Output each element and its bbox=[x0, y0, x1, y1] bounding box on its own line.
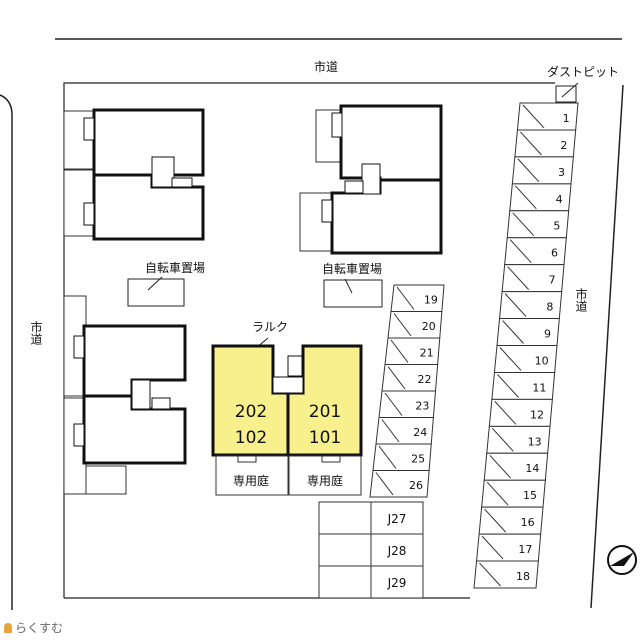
north-arrow-icon bbox=[607, 545, 637, 575]
parking-space-number: 11 bbox=[532, 381, 546, 394]
parking-space: 11 bbox=[491, 371, 556, 400]
parking-space: 12 bbox=[488, 398, 553, 427]
parking-space-number: 4 bbox=[556, 193, 563, 206]
road-label-top: 市道 bbox=[314, 59, 338, 74]
parking-space: 8 bbox=[499, 291, 563, 320]
parking-space-number: 21 bbox=[420, 347, 434, 360]
parking-space-number: 17 bbox=[518, 543, 532, 556]
parking-space-number: J29 bbox=[387, 576, 407, 590]
parking-space: 9 bbox=[496, 318, 560, 346]
parking-space: 10 bbox=[493, 345, 558, 373]
parking-middle-column: 19 20 21 22 23 24 25 26 bbox=[369, 284, 445, 498]
parking-space: 21 bbox=[384, 337, 441, 365]
parking-space-number: 24 bbox=[413, 426, 427, 439]
parking-space-number: 10 bbox=[535, 354, 549, 367]
parking-space: 19 bbox=[390, 284, 445, 312]
parking-space-number: 13 bbox=[528, 435, 542, 448]
parking-space-number: J27 bbox=[387, 512, 407, 526]
right-road-line bbox=[590, 84, 624, 609]
parking-space-number: 6 bbox=[551, 247, 558, 260]
bicycle-parking-label-1: 自転車置場 bbox=[145, 261, 205, 275]
parking-space: 1 bbox=[516, 102, 579, 131]
left-road-line bbox=[0, 94, 13, 610]
parking-space-number: 2 bbox=[560, 139, 567, 152]
parking-space-number: 25 bbox=[411, 453, 425, 466]
parking-space-number: 8 bbox=[546, 301, 553, 314]
parking-space: J27 bbox=[318, 501, 424, 535]
parking-space-number: 19 bbox=[424, 294, 438, 307]
parking-space: 15 bbox=[481, 479, 546, 508]
parking-space-number: 18 bbox=[516, 570, 530, 583]
unit-202: 202 bbox=[235, 402, 267, 422]
watermark: らくすむ bbox=[4, 619, 63, 636]
watermark-text: らくすむ bbox=[15, 621, 64, 635]
parking-space-number: 26 bbox=[409, 479, 423, 492]
parking-space-number: 12 bbox=[530, 408, 544, 421]
parking-space-number: 15 bbox=[523, 489, 537, 502]
parking-space: 16 bbox=[478, 506, 544, 535]
parking-space: 20 bbox=[387, 311, 443, 339]
parking-space-number: 20 bbox=[422, 320, 436, 333]
bicycle-parking-2 bbox=[323, 279, 383, 308]
parking-space-number: 23 bbox=[415, 400, 429, 413]
parking-space: J28 bbox=[318, 533, 424, 567]
building-top-left bbox=[92, 108, 205, 241]
parking-space: 18 bbox=[473, 560, 539, 589]
parking-space: 3 bbox=[511, 156, 574, 185]
parking-space-number: 7 bbox=[549, 274, 556, 287]
bicycle-parking-1 bbox=[127, 278, 185, 307]
parking-space-number: 14 bbox=[525, 462, 539, 475]
parking-space: 23 bbox=[378, 390, 437, 418]
parking-space-number: 1 bbox=[563, 112, 570, 125]
rakusumu-logo-icon bbox=[4, 623, 12, 633]
parking-space: 24 bbox=[375, 417, 434, 445]
parking-space-number: 16 bbox=[521, 516, 535, 529]
parking-space: J29 bbox=[318, 565, 424, 599]
unit-101: 101 bbox=[309, 428, 341, 448]
parking-space: 14 bbox=[483, 452, 549, 481]
building-name-label: ラルク bbox=[252, 320, 288, 334]
unit-102: 102 bbox=[235, 428, 267, 448]
parking-space: 6 bbox=[504, 237, 567, 266]
parking-space: 7 bbox=[501, 264, 565, 293]
private-garden-label-2: 専用庭 bbox=[307, 473, 343, 488]
dust-pit-leader bbox=[561, 82, 579, 98]
parking-space: 5 bbox=[506, 210, 570, 239]
parking-space-number: 22 bbox=[418, 373, 432, 386]
parking-space: 25 bbox=[372, 443, 432, 471]
dust-pit-label: ダストピット bbox=[547, 64, 619, 79]
parking-space: 2 bbox=[514, 129, 577, 158]
private-garden-label-1: 専用庭 bbox=[233, 473, 269, 488]
parking-space-number: 3 bbox=[558, 166, 565, 179]
parking-space: 13 bbox=[486, 425, 551, 454]
parking-space: 22 bbox=[381, 364, 439, 392]
parking-space: 17 bbox=[476, 533, 542, 562]
parking-space: 26 bbox=[369, 470, 430, 498]
parking-space-number: 5 bbox=[553, 220, 560, 233]
parking-space: 4 bbox=[509, 183, 572, 212]
road-label-left: 市道 bbox=[29, 320, 43, 345]
building-top-right bbox=[330, 104, 443, 255]
parking-space-number: J28 bbox=[387, 544, 407, 558]
unit-201: 201 bbox=[309, 402, 341, 422]
parking-space-number: 9 bbox=[544, 328, 551, 341]
bicycle-parking-label-2: 自転車置場 bbox=[322, 262, 382, 276]
road-label-right: 市道 bbox=[574, 287, 588, 312]
